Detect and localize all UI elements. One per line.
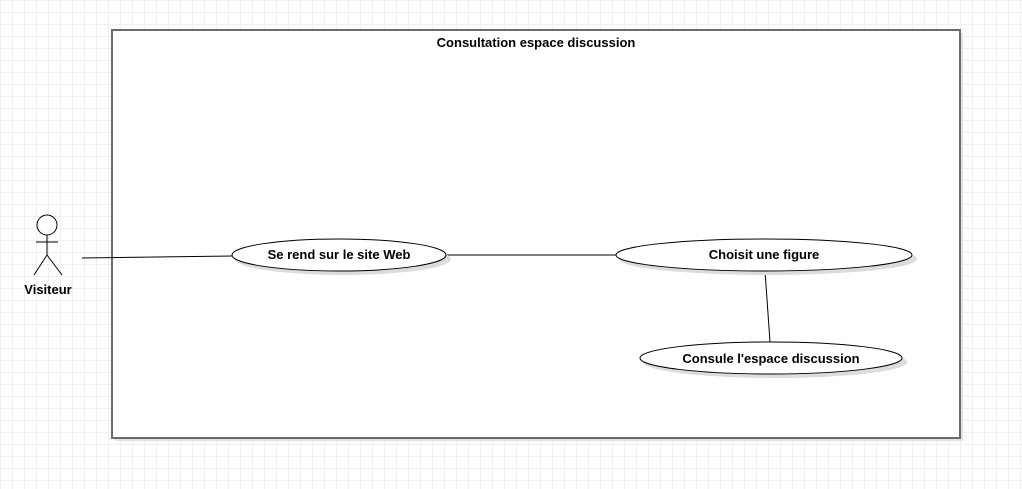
use-case-label: Consule l'espace discussion xyxy=(682,351,859,366)
use-case-ellipse[interactable] xyxy=(639,341,903,375)
actor-left-leg xyxy=(33,254,48,276)
associations xyxy=(81,254,771,343)
system-title: Consultation espace discussion xyxy=(437,35,636,50)
actor-visiteur[interactable] xyxy=(33,214,63,276)
use-case-consule-espace-discussion[interactable]: Consule l'espace discussion xyxy=(639,341,907,378)
use-case-se-rend-sur-le-site-web[interactable]: Se rend sur le site Web xyxy=(231,238,451,275)
actor-right-leg xyxy=(46,254,63,276)
system-boundary-box[interactable] xyxy=(111,29,961,439)
use-case-choisit-une-figure[interactable]: Choisit une figure xyxy=(615,238,917,275)
actor-head xyxy=(36,214,58,236)
association-actor-uc1[interactable] xyxy=(81,255,234,259)
use-case-label: Choisit une figure xyxy=(709,247,820,262)
use-case-label: Se rend sur le site Web xyxy=(268,247,411,262)
actor-label: Visiteur xyxy=(24,282,71,297)
system-boundary[interactable]: Consultation espace discussion xyxy=(111,29,963,441)
association-uc2-uc3[interactable] xyxy=(764,270,771,343)
use-case-ellipse[interactable] xyxy=(231,238,447,272)
use-case-ellipse[interactable] xyxy=(615,238,913,272)
